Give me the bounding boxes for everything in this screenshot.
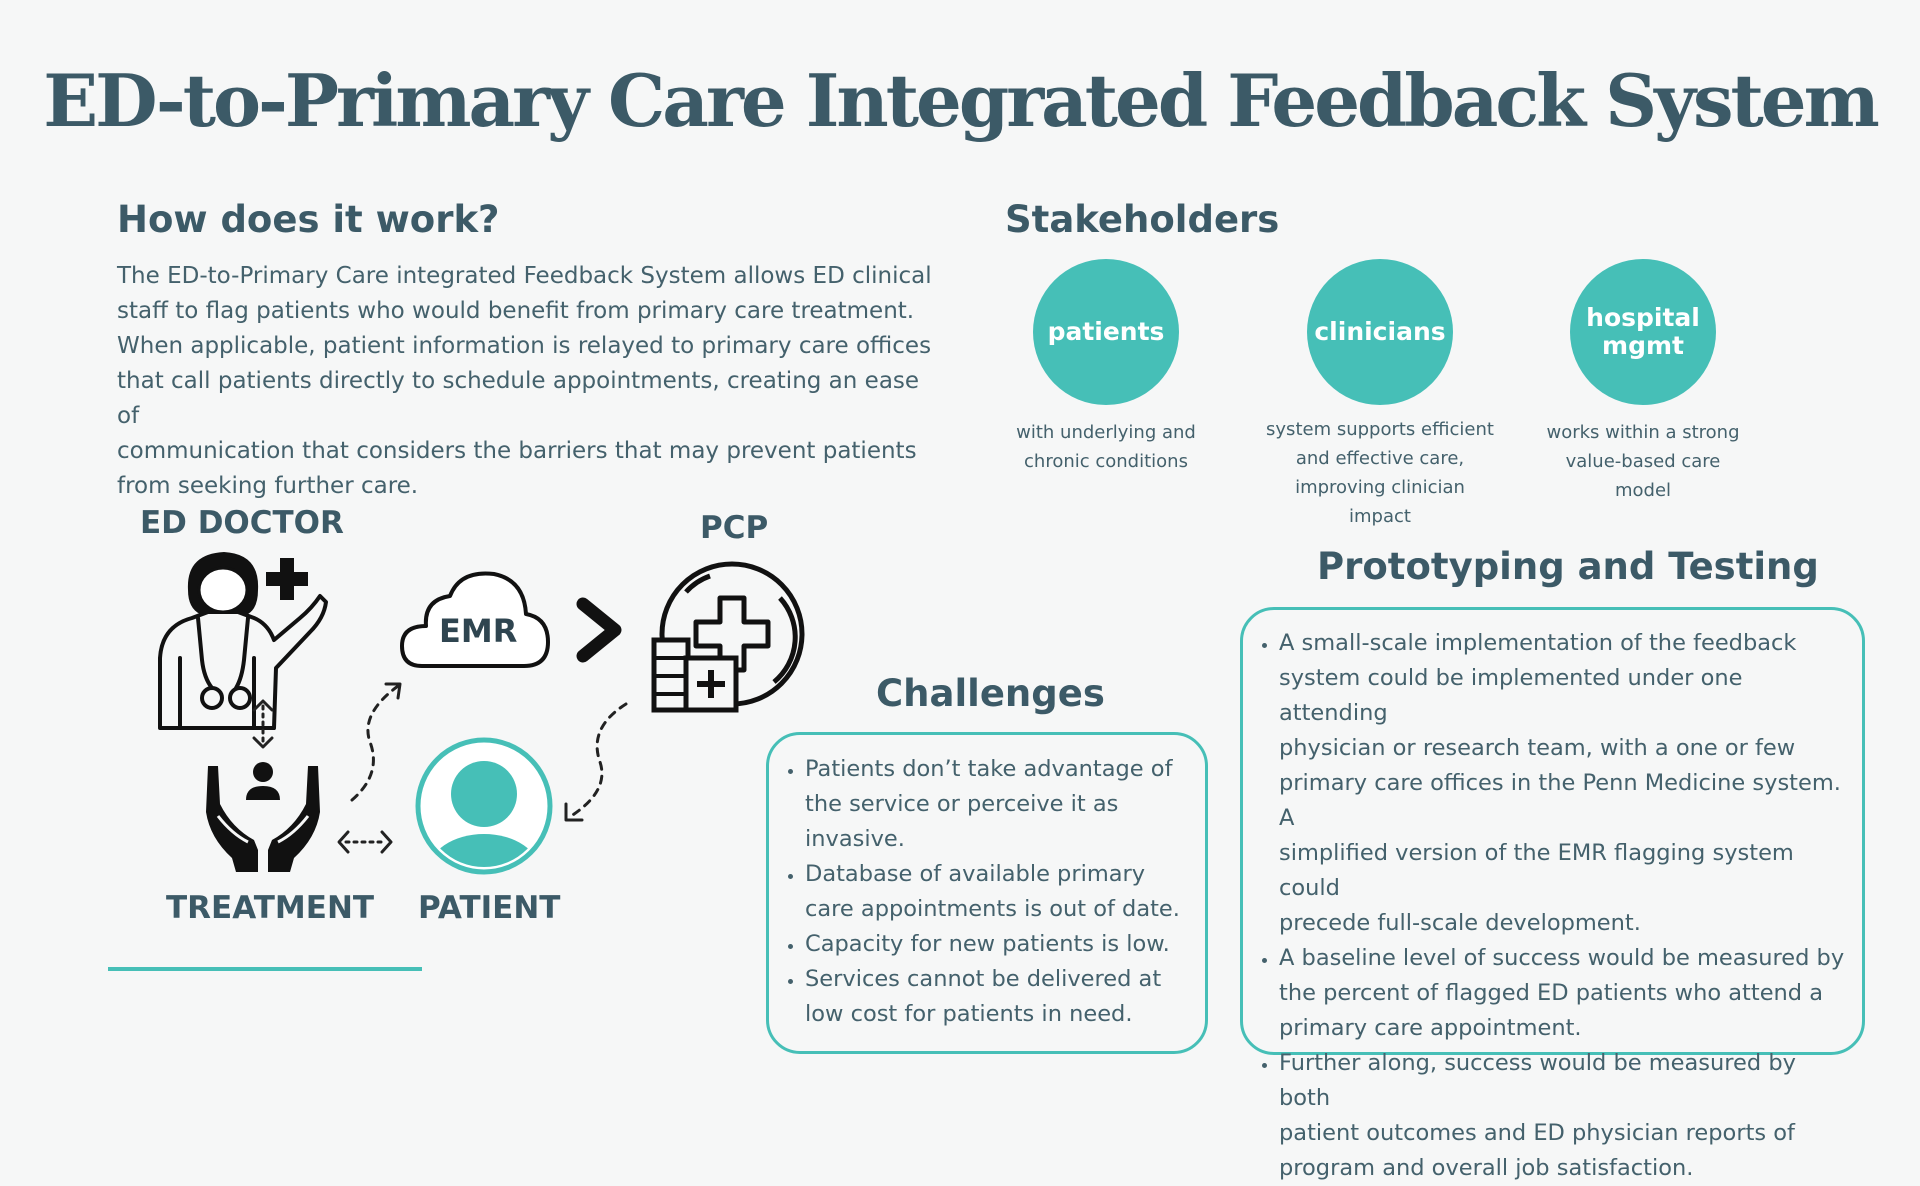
pcp-label: PCP xyxy=(700,510,769,546)
ed-doctor-label: ED DOCTOR xyxy=(140,505,344,541)
doctor-icon xyxy=(158,552,328,730)
how-line: from seeking further care. xyxy=(117,473,419,499)
doctor-treatment-arrow-icon xyxy=(252,699,274,749)
pcp-patient-curved-arrow-icon xyxy=(564,702,628,822)
how-line: that call patients directly to schedule … xyxy=(117,368,920,429)
caption-line: system supports efficient xyxy=(1266,419,1494,440)
challenges-heading: Challenges xyxy=(876,672,1105,715)
caption-line: model xyxy=(1614,480,1672,501)
stakeholder-hospital-caption: works within a strong value-based care m… xyxy=(1523,418,1763,505)
stakeholder-patients-circle: patients xyxy=(1033,259,1179,405)
list-item: Further along, success would be measured… xyxy=(1279,1046,1852,1186)
stakeholder-clinicians-caption: system supports efficient and effective … xyxy=(1250,415,1510,531)
stakeholder-hospital-circle: hospital mgmt xyxy=(1570,259,1716,405)
list-item: A baseline level of success would be mea… xyxy=(1279,941,1852,1046)
prototyping-heading: Prototyping and Testing xyxy=(1317,545,1819,588)
caption-line: impact xyxy=(1349,506,1411,527)
caption-line: value-based care xyxy=(1565,451,1721,472)
caption-line: works within a strong xyxy=(1546,422,1740,443)
emr-cloud-icon xyxy=(400,571,550,668)
list-item: Capacity for new patients is low. xyxy=(805,927,1187,962)
caption-line: and effective care, xyxy=(1295,448,1465,469)
how-heading: How does it work? xyxy=(117,198,500,241)
prototyping-list: A small-scale implementation of the feed… xyxy=(1243,626,1852,1186)
treatment-hands-icon xyxy=(206,762,320,872)
treatment-label: TREATMENT xyxy=(166,890,375,926)
stakeholder-patients-caption: with underlying and chronic conditions xyxy=(990,418,1222,476)
stakeholder-clinicians-circle: clinicians xyxy=(1307,259,1453,405)
stakeholder-clinicians-label: clinicians xyxy=(1314,317,1446,346)
patient-avatar-icon xyxy=(415,737,553,875)
decorative-underline xyxy=(108,967,422,971)
stakeholder-hospital-label: mgmt xyxy=(1602,331,1684,360)
stakeholder-hospital-label: hospital xyxy=(1586,303,1700,332)
caption-line: improving clinician xyxy=(1295,477,1465,498)
page-title: ED-to-Primary Care Integrated Feedback S… xyxy=(43,58,1880,143)
how-line: When applicable, patient information is … xyxy=(117,333,932,359)
treatment-patient-arrow-icon xyxy=(337,830,393,854)
chevron-right-icon xyxy=(576,597,622,663)
treatment-emr-curved-arrow-icon xyxy=(350,682,402,802)
stakeholders-heading: Stakeholders xyxy=(1005,198,1280,241)
pcp-medical-icon xyxy=(651,561,805,713)
prototyping-box: A small-scale implementation of the feed… xyxy=(1240,607,1865,1181)
emr-label: EMR xyxy=(439,612,518,650)
how-line: staff to flag patients who would benefit… xyxy=(117,298,915,324)
how-line: The ED-to-Primary Care integrated Feedba… xyxy=(117,263,932,289)
patient-label: PATIENT xyxy=(418,890,561,926)
how-paragraph: The ED-to-Primary Care integrated Feedba… xyxy=(117,259,937,504)
stakeholder-patients-label: patients xyxy=(1047,317,1165,346)
how-line: communication that considers the barrier… xyxy=(117,438,917,464)
caption-line: chronic conditions xyxy=(1024,451,1188,472)
caption-line: with underlying and xyxy=(1016,422,1196,443)
list-item: A small-scale implementation of the feed… xyxy=(1279,626,1852,941)
